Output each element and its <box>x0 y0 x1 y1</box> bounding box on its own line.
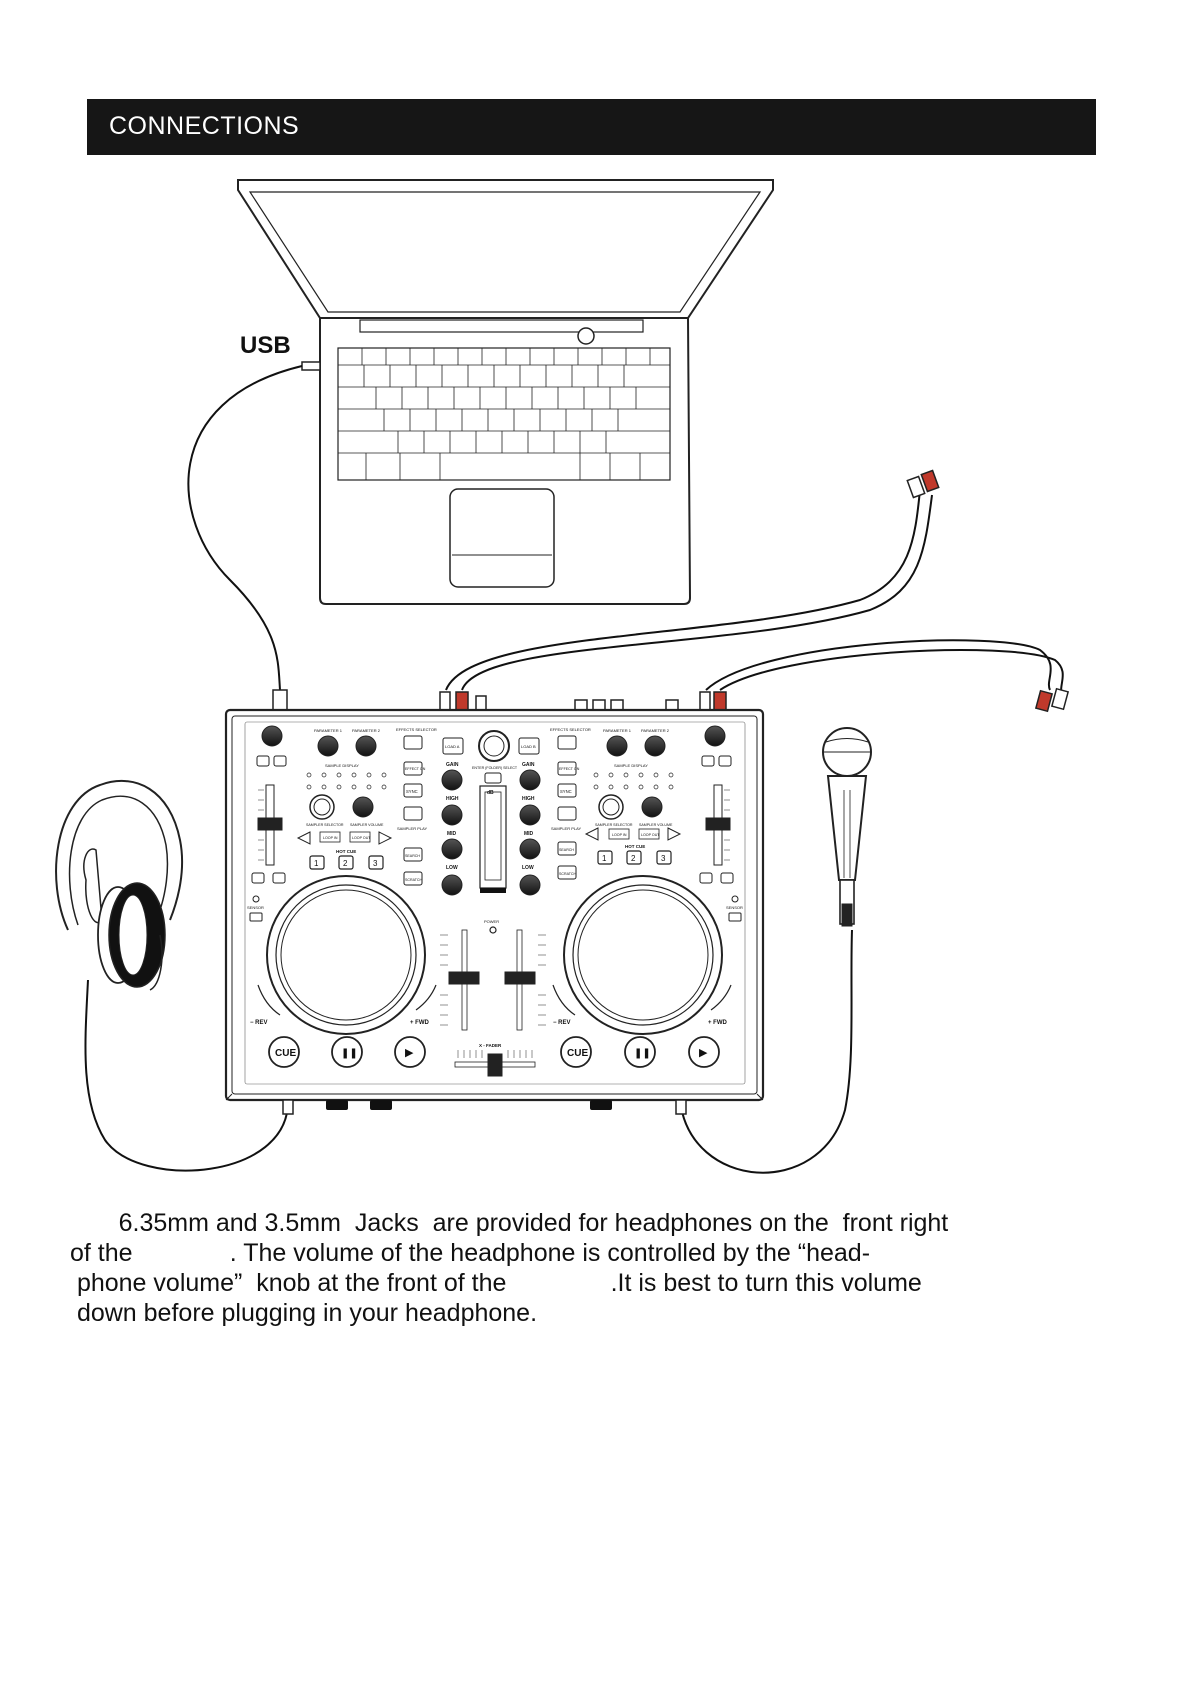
hot-cue-1-left[interactable] <box>309 855 325 870</box>
param1-right-label: PARAMETER 1 <box>603 728 632 733</box>
low-b-label: LOW <box>522 865 534 871</box>
x-fader-label: X - FADER <box>479 1043 502 1048</box>
hot-cue-3-left[interactable] <box>368 855 384 870</box>
gain-b-label: GAIN <box>522 762 535 768</box>
db-label: dB <box>487 790 494 796</box>
hot-cue-1-right-label: 1 <box>602 854 607 863</box>
dj-controller: PARAMETER 1 PARAMETER 2 SAMPLE DISPLAY S… <box>224 689 765 1115</box>
loop-in-right: LOOP IN <box>612 833 627 837</box>
pause-button-right[interactable] <box>624 1036 656 1068</box>
loop-out-left: LOOP OUT <box>352 836 371 840</box>
sampler-play-left: SAMPLER PLAY <box>397 826 427 831</box>
high-b-label: HIGH <box>522 796 535 802</box>
rear-jacks <box>272 689 727 711</box>
hot-cue-right-label: HOT CUE <box>625 844 645 849</box>
sync-right: SYNC <box>560 789 572 794</box>
hot-cue-3-right[interactable] <box>656 850 672 865</box>
keyboard-keys <box>338 348 670 480</box>
sensor-right-label: SENSOR <box>726 905 743 910</box>
hot-cue-2-right-label: 2 <box>631 854 636 863</box>
play-button-left[interactable] <box>394 1036 426 1068</box>
instructions-line-3: phone volume” knob at the front of the .… <box>70 1269 922 1297</box>
hot-cue-2-right[interactable] <box>626 850 642 865</box>
sample-display-left-label: SAMPLE DISPLAY <box>325 763 359 768</box>
cue-button-left[interactable] <box>268 1036 300 1068</box>
instructions-line-1: 6.35mm and 3.5mm Jacks are provided for … <box>70 1209 949 1237</box>
hot-cue-1-right[interactable] <box>597 850 613 865</box>
sampler-volume-left: SAMPLER VOLUME <box>350 823 384 827</box>
instructions-paragraph: 6.35mm and 3.5mm Jacks are provided for … <box>70 1208 1070 1328</box>
play-right-label: ▶ <box>699 1047 708 1059</box>
high-a-label: HIGH <box>446 796 459 802</box>
effect-on-right: EFFECT ON <box>559 767 580 771</box>
instructions-line-4: down before plugging in your headphone. <box>70 1299 538 1327</box>
effects-selector-left: EFFECTS SELECTOR <box>396 727 437 732</box>
search-right: SEARCH <box>559 848 574 852</box>
section-title: CONNECTIONS <box>109 112 300 140</box>
load-a-label: LOAD A <box>445 744 460 749</box>
enter-select-label: ENTER (FOLDER) SELECT <box>472 766 518 770</box>
pause-button-left[interactable] <box>331 1036 363 1068</box>
cables <box>84 365 1064 1174</box>
scratch-right: SCRATCH <box>559 872 577 876</box>
usb-label: USB <box>240 332 291 359</box>
loop-in-left: LOOP IN <box>323 836 338 840</box>
mid-a-label: MID <box>447 831 457 837</box>
cue-right-label: CUE <box>567 1048 588 1059</box>
fwd-right-label: + FWD <box>708 1020 727 1026</box>
gain-a-label: GAIN <box>446 762 459 768</box>
power-label: POWER <box>484 919 499 924</box>
low-a-label: LOW <box>446 865 458 871</box>
sampler-selector-left: SAMPLER SELECTOR <box>306 823 344 827</box>
pause-right-label: ❚❚ <box>634 1048 651 1059</box>
rca-plugs-top <box>906 469 1070 713</box>
play-left-label: ▶ <box>405 1047 414 1059</box>
param2-left-label: PARAMETER 2 <box>352 728 381 733</box>
usb-plug <box>301 361 321 371</box>
effects-selector-right: EFFECTS SELECTOR <box>550 727 591 732</box>
deck-left: PARAMETER 1 PARAMETER 2 SAMPLE DISPLAY S… <box>247 725 464 1068</box>
connections-diagram: USB <box>55 179 1070 1174</box>
sensor-left-label: SENSOR <box>247 905 264 910</box>
sampler-volume-right: SAMPLER VOLUME <box>639 823 673 827</box>
sampler-selector-right: SAMPLER SELECTOR <box>595 823 633 827</box>
param2-right-label: PARAMETER 2 <box>641 728 670 733</box>
hot-cue-3-right-label: 3 <box>661 854 666 863</box>
crossfader-knob[interactable] <box>487 1053 503 1077</box>
cue-button-right[interactable] <box>560 1036 592 1068</box>
effect-on-left: EFFECT ON <box>405 767 426 771</box>
search-left: SEARCH <box>405 854 420 858</box>
rev-left-label: − REV <box>250 1020 268 1026</box>
sampler-play-right: SAMPLER PLAY <box>551 826 581 831</box>
microphone <box>822 727 872 927</box>
mixer-section: ENTER (FOLDER) SELECT GAIN HIGH MID LOW … <box>440 730 546 1077</box>
hot-cue-left-label: HOT CUE <box>336 849 356 854</box>
fwd-left-label: + FWD <box>410 1020 429 1026</box>
front-panel <box>282 1099 687 1115</box>
laptop <box>237 179 774 605</box>
hot-cue-2-left[interactable] <box>338 855 354 870</box>
mid-b-label: MID <box>524 831 534 837</box>
play-button-right[interactable] <box>688 1036 720 1068</box>
cue-left-label: CUE <box>275 1048 296 1059</box>
param1-left-label: PARAMETER 1 <box>314 728 343 733</box>
instructions-line-2: of the . The volume of the headphone is … <box>70 1239 871 1267</box>
deck-right: EFFECTS SELECTOR EFFECT ON SYNC SAMPLER … <box>550 725 743 1068</box>
headphones <box>55 780 184 991</box>
rev-right-label: − REV <box>553 1020 571 1026</box>
scratch-left: SCRATCH <box>405 878 423 882</box>
pause-left-label: ❚❚ <box>341 1048 358 1059</box>
loop-out-right: LOOP OUT <box>641 833 660 837</box>
hot-cue-1-left-label: 1 <box>314 859 319 868</box>
section-header: CONNECTIONS <box>87 99 1096 155</box>
sample-display-right-label: SAMPLE DISPLAY <box>614 763 648 768</box>
hot-cue-2-left-label: 2 <box>343 859 348 868</box>
hot-cue-3-left-label: 3 <box>373 859 378 868</box>
sync-left: SYNC <box>406 789 418 794</box>
load-b-label: LOAD B <box>521 744 536 749</box>
